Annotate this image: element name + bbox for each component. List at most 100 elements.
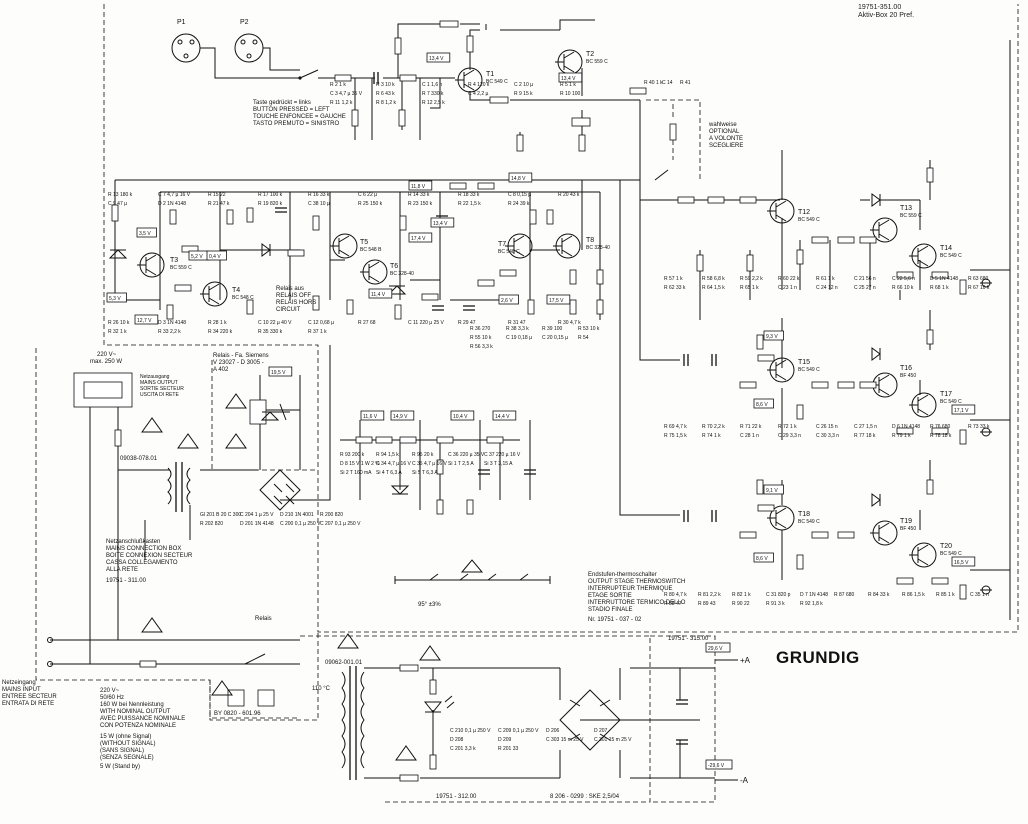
voltage-tag: 19,5 V xyxy=(271,370,286,376)
voltage-tag: 14,4 V xyxy=(495,414,510,420)
voltage-tag-box xyxy=(498,294,519,305)
mains-output-line: Netzausgang xyxy=(140,374,170,380)
mains-input-line: ENTRATA DI RETE xyxy=(2,701,54,707)
thermal-switch-chain: 95° ±3% xyxy=(394,559,551,608)
part-label: D 3 1N 4148 xyxy=(158,320,186,326)
voltage-tag-box xyxy=(763,484,784,495)
transistor-type: BC 549 C xyxy=(486,79,508,85)
mains-input-pin[interactable] xyxy=(47,637,53,643)
mains-output-line: USCITA DI RETE xyxy=(140,392,179,398)
part-label: R 67 10 k xyxy=(968,285,990,291)
relay-off-line: RELAIS HORS xyxy=(276,300,316,306)
part-label: C 38 10 µ xyxy=(308,201,330,207)
part-label: R 22 1,5 k xyxy=(458,201,481,207)
transistor-type: BC 559 C xyxy=(900,213,922,219)
part-label: R 54 xyxy=(578,335,589,341)
resistor-r85 xyxy=(959,584,967,600)
bridge-rectifier-gl201 xyxy=(259,469,301,511)
part-label: Si 3 T 3,15 A xyxy=(484,461,513,467)
part-label: R 25 150 k xyxy=(358,201,383,207)
optional-note: wahlweise OPTIONAL A VOLONTE SCEGLIERE xyxy=(708,122,743,149)
transistor-type: BF 450 xyxy=(900,526,916,532)
output-terminal-1[interactable] xyxy=(980,278,992,288)
resistor-r59 xyxy=(811,236,829,244)
part-label: R 91 3 k xyxy=(766,601,785,607)
mains-output-socket[interactable] xyxy=(73,372,133,408)
part-label: C 10 22 µ 40 V xyxy=(258,320,292,326)
resistor-r200 xyxy=(429,679,437,695)
thermal-note-line: OUTPUT STAGE THERMOSWITCH xyxy=(588,579,685,585)
transistor-t18 xyxy=(767,505,795,531)
title-block: 19751-351.00 Aktiv-Box 20 Pref. xyxy=(858,4,914,20)
voltage-tag-box xyxy=(368,288,393,299)
resistor-r68 xyxy=(757,354,775,362)
mains-output-note: 220 V~ max. 250 W Netzausgang MAINS OUTP… xyxy=(90,352,184,398)
button-note-line: Taste gedrückt = links xyxy=(253,100,311,106)
part-label: R 6 43 k xyxy=(376,91,395,97)
diode-bridge-d206-d209 xyxy=(559,689,621,751)
thermal-note-line: ETAGE SORTIE xyxy=(588,593,632,599)
part-label: R 35 330 k xyxy=(258,329,283,335)
part-label: C 3 4,7 µ 35 V xyxy=(330,91,363,97)
part-label: R 24 39 k xyxy=(508,201,530,207)
voltage-tags: 13,4 V11,8 V13,4 V14,8 V13,4 V5,3 V5,2 V… xyxy=(106,52,976,567)
resistor-r73 xyxy=(896,427,914,435)
voltage-tag-box xyxy=(408,232,433,243)
mains-box-line: Netzanschlußkasten xyxy=(106,539,160,545)
c2-capacitor-icon xyxy=(373,72,379,84)
thermal-note: Endstufen-thermoschalter OUTPUT STAGE TH… xyxy=(588,572,686,623)
resistor-r20 xyxy=(246,207,254,223)
c25-capacitor-icon xyxy=(711,354,717,366)
part-label: C 2 10 µ xyxy=(514,82,533,88)
transistor-label: T17 xyxy=(940,391,952,398)
transistor-type: BC 549 C xyxy=(798,367,820,373)
output-terminal-3[interactable] xyxy=(980,585,992,595)
rail-negative: -A -29,6 V xyxy=(705,759,749,785)
resistor-r75 xyxy=(931,427,949,435)
part-label: Si 5 T 6,3 A xyxy=(412,470,438,476)
transistor-t2 xyxy=(555,49,583,75)
diode-d8 xyxy=(390,485,410,495)
output-terminal-2[interactable] xyxy=(980,427,992,437)
transistor-label: T1 xyxy=(486,71,494,78)
part-label: R 202 820 xyxy=(200,521,223,527)
mains-input-pin[interactable] xyxy=(47,661,53,667)
voltage-tag: 16,5 V xyxy=(954,560,969,566)
jack-p2-label: P2 xyxy=(240,19,249,26)
resistor-r5 xyxy=(399,74,417,82)
resistor-r62 xyxy=(896,271,914,279)
drawing-title: Aktiv-Box 20 Pref. xyxy=(858,12,915,19)
part-label: C 34 4,7 µ 16 V xyxy=(376,461,412,467)
rail-negative-voltage: -29,6 V xyxy=(708,763,725,769)
r201-resistor-icon xyxy=(257,689,275,707)
potentiometer-r12[interactable] xyxy=(571,117,591,127)
thermal-fuse-label: 110 °C xyxy=(312,686,331,692)
power-rating-line: 160 W bei Nennleistung xyxy=(100,702,164,708)
part-label: R 15 22 xyxy=(208,192,226,198)
relay-label: Relais xyxy=(255,616,272,622)
resistor-r9 xyxy=(466,35,474,53)
part-label: R 17 100 k xyxy=(258,192,283,198)
part-label: R 90 22 xyxy=(732,601,750,607)
part-label: R 85 1 k xyxy=(936,592,955,598)
thermal-note-line: STADIO FINALE xyxy=(588,607,633,613)
transistor-t4 xyxy=(200,281,228,307)
part-label: R 92 1,8 k xyxy=(800,601,823,607)
resistor-r33 xyxy=(527,299,535,315)
voltage-tag-box xyxy=(426,52,451,63)
transistor-label: T5 xyxy=(360,239,368,246)
part-label: C 36 220 µ 35 V xyxy=(448,452,485,458)
transistor-label: T19 xyxy=(900,518,912,525)
transistor-label: T3 xyxy=(170,257,178,264)
power-rating-line: WITH NOMINAL OUTPUT xyxy=(100,709,171,715)
input-selector-switch[interactable] xyxy=(298,69,319,80)
transistor-label: T7 xyxy=(498,241,506,248)
button-note-line: BUTTON PRESSED = LEFT xyxy=(253,107,330,113)
part-label: R 73 33 k xyxy=(968,424,990,430)
part-label: R 76 680 xyxy=(930,424,951,430)
part-label: R 23 150 k xyxy=(408,201,433,207)
part-label: Gl 201 B 20 C 300 xyxy=(200,512,241,518)
voltage-tag: 5,2 V xyxy=(191,254,203,260)
part-label: R 34 220 k xyxy=(208,329,233,335)
